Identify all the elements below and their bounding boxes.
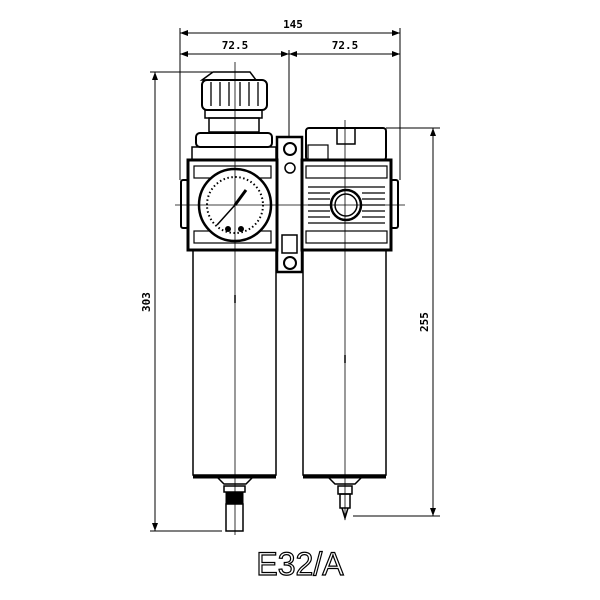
lubricator-unit	[300, 127, 399, 521]
dimension-right-width: 72.5	[332, 39, 359, 52]
dimension-lines	[150, 28, 440, 532]
center-lines	[175, 62, 405, 535]
dimension-total-width: 145	[283, 18, 303, 31]
model-title: E32/A	[256, 546, 344, 582]
connector-block	[275, 135, 304, 274]
dimension-left-width: 72.5	[222, 39, 249, 52]
dimension-right-height: 255	[418, 312, 431, 332]
dimension-left-height: 303	[140, 292, 153, 312]
regulator-filter-unit	[180, 71, 279, 532]
